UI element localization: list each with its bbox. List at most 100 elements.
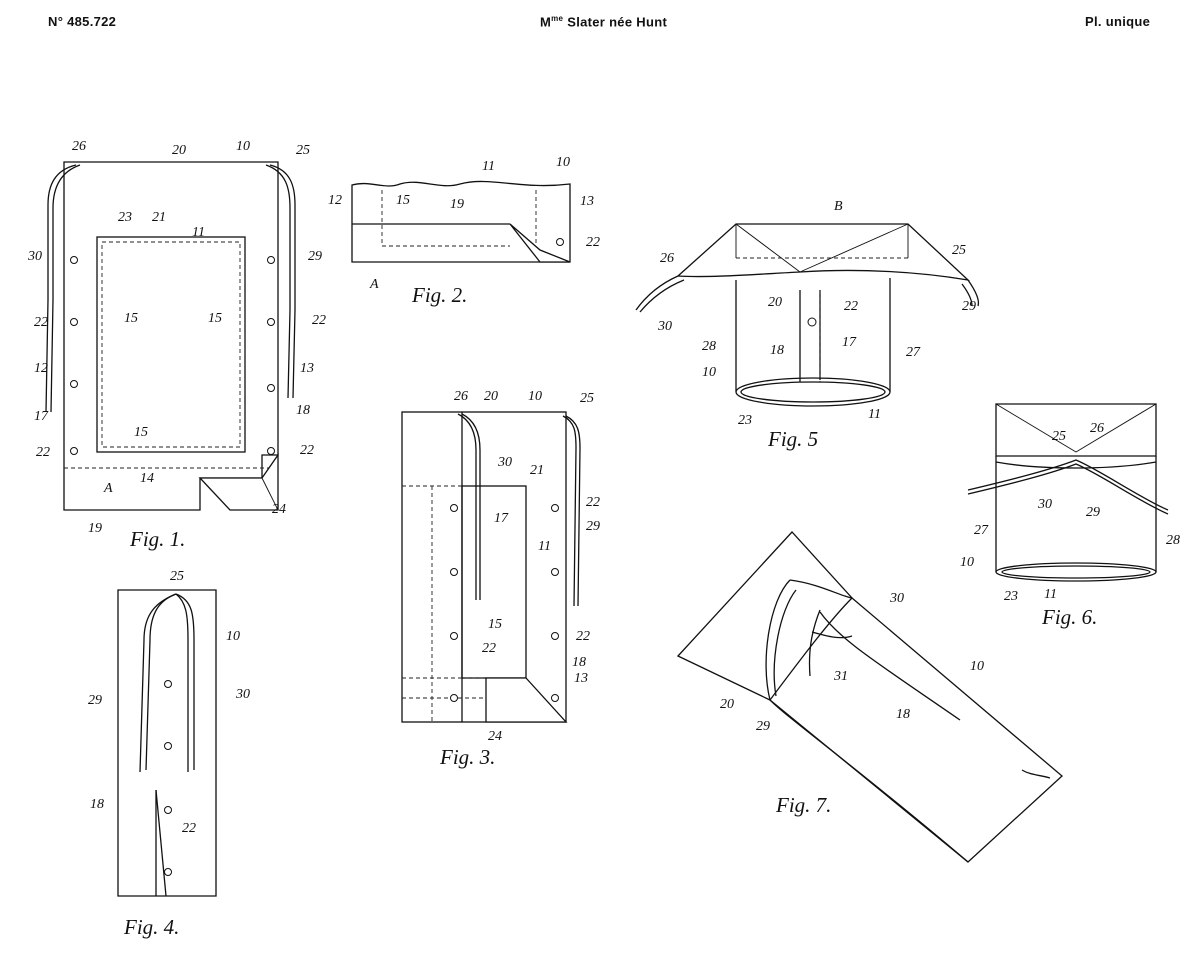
reference-numeral: 14 — [140, 471, 154, 486]
reference-numeral: 20 — [768, 295, 782, 310]
reference-numeral: 15 — [396, 193, 410, 208]
reference-numeral: 13 — [574, 671, 588, 686]
reference-numeral: 22 — [844, 299, 858, 314]
plate-label: Pl. unique — [1085, 14, 1151, 29]
reference-numeral: 10 — [960, 555, 974, 570]
reference-numeral: 15 — [124, 311, 138, 326]
reference-numeral: 31 — [833, 669, 848, 684]
reference-numeral: 25 — [296, 143, 310, 158]
reference-numeral: 22 — [586, 495, 600, 510]
reference-numeral: 24 — [488, 729, 502, 744]
reference-numeral: 17 — [494, 511, 509, 526]
reference-numeral: 15 — [134, 425, 148, 440]
figure-6: 25 26 30 29 27 28 10 23 11 Fig. 6. — [960, 403, 1180, 629]
reference-numeral: 26 — [660, 251, 674, 266]
reference-numeral: 13 — [300, 361, 314, 376]
reference-numeral: 30 — [497, 455, 512, 470]
reference-numeral: 29 — [308, 249, 322, 264]
reference-numeral: 18 — [770, 343, 784, 358]
reference-numeral: 30 — [235, 687, 250, 702]
reference-numeral: 29 — [586, 519, 600, 534]
reference-numeral: 21 — [530, 463, 544, 478]
reference-numeral: 18 — [896, 707, 910, 722]
reference-numeral: 30 — [889, 591, 904, 606]
reference-numeral: 30 — [1037, 497, 1052, 512]
reference-numeral: 22 — [182, 821, 196, 836]
reference-numeral: 13 — [580, 194, 594, 209]
figure-2: 11 10 12 15 19 13 22 A Fig. 2. — [328, 155, 600, 307]
reference-numeral: 22 — [300, 443, 314, 458]
reference-numeral: 26 — [1090, 421, 1104, 436]
reference-numeral: 19 — [88, 521, 102, 536]
reference-numeral: 23 — [1004, 589, 1018, 604]
reference-numeral: 17 — [34, 409, 49, 424]
reference-numeral: 25 — [1052, 429, 1066, 444]
reference-numeral: A — [369, 277, 379, 292]
reference-numeral: 21 — [152, 210, 166, 225]
reference-numeral: 27 — [906, 345, 921, 360]
reference-numeral: 12 — [34, 361, 48, 376]
reference-numeral: 10 — [970, 659, 984, 674]
patent-number: N° 485.722 — [48, 14, 117, 29]
reference-numeral: 29 — [88, 693, 102, 708]
reference-numeral: 10 — [556, 155, 570, 170]
reference-numeral: 27 — [974, 523, 989, 538]
caption-fig-2: Fig. 2. — [411, 283, 467, 307]
reference-numeral: 15 — [208, 311, 222, 326]
patent-author: Mme Slater née Hunt — [540, 14, 668, 30]
reference-numeral: 20 — [172, 143, 186, 158]
reference-numeral: 11 — [482, 159, 495, 174]
reference-numeral: 23 — [118, 210, 132, 225]
reference-numeral: 10 — [528, 389, 542, 404]
reference-numeral: A — [103, 481, 113, 496]
reference-numeral: 29 — [756, 719, 770, 734]
reference-numeral: 25 — [170, 569, 184, 584]
figure-7: 30 31 10 20 29 18 Fig. 7. — [676, 531, 1063, 863]
reference-numeral: 23 — [738, 413, 752, 428]
reference-numeral: 18 — [90, 797, 104, 812]
reference-numeral: 12 — [328, 193, 342, 208]
reference-numeral: 24 — [272, 502, 286, 517]
reference-numeral: 18 — [296, 403, 310, 418]
reference-numeral: 30 — [657, 319, 672, 334]
reference-numeral: 10 — [226, 629, 240, 644]
reference-numeral: 29 — [1086, 505, 1100, 520]
reference-numeral: 22 — [482, 641, 496, 656]
reference-numeral: 25 — [580, 391, 594, 406]
caption-fig-5: Fig. 5 — [767, 427, 818, 451]
caption-fig-4: Fig. 4. — [123, 915, 179, 939]
reference-numeral: 22 — [576, 629, 590, 644]
caption-fig-6: Fig. 6. — [1041, 605, 1097, 629]
reference-numeral: 22 — [34, 315, 48, 330]
reference-numeral: 20 — [484, 389, 498, 404]
reference-numeral: 15 — [488, 617, 502, 632]
reference-numeral: 26 — [454, 389, 468, 404]
reference-numeral: 28 — [702, 339, 716, 354]
caption-fig-7: Fig. 7. — [775, 793, 831, 817]
reference-numeral: 17 — [842, 335, 857, 350]
reference-numeral: 26 — [72, 139, 86, 154]
figure-5: B 26 25 20 22 30 29 28 18 17 27 10 23 11… — [635, 199, 980, 451]
reference-numeral: 11 — [868, 407, 881, 422]
reference-numeral: 29 — [962, 299, 976, 314]
reference-numeral: 22 — [36, 445, 50, 460]
reference-numeral: 11 — [192, 225, 205, 240]
reference-numeral: 25 — [952, 243, 966, 258]
reference-numeral: 30 — [27, 249, 42, 264]
reference-numeral: 10 — [236, 139, 250, 154]
caption-fig-3: Fig. 3. — [439, 745, 495, 769]
reference-numeral: 22 — [586, 235, 600, 250]
reference-numeral: 11 — [1044, 587, 1057, 602]
reference-numeral: 20 — [720, 697, 734, 712]
reference-numeral: 22 — [312, 313, 326, 328]
reference-numeral: 11 — [538, 539, 551, 554]
reference-numeral: B — [834, 199, 843, 214]
caption-fig-1: Fig. 1. — [129, 527, 185, 551]
figure-4: 25 10 29 30 18 22 Fig. 4. — [88, 569, 250, 939]
reference-numeral: 10 — [702, 365, 716, 380]
reference-numeral: 19 — [450, 197, 464, 212]
reference-numeral: 28 — [1166, 533, 1180, 548]
reference-numeral: 18 — [572, 655, 586, 670]
figure-1: 26 20 10 25 23 21 11 30 29 22 15 15 22 1… — [27, 139, 326, 551]
